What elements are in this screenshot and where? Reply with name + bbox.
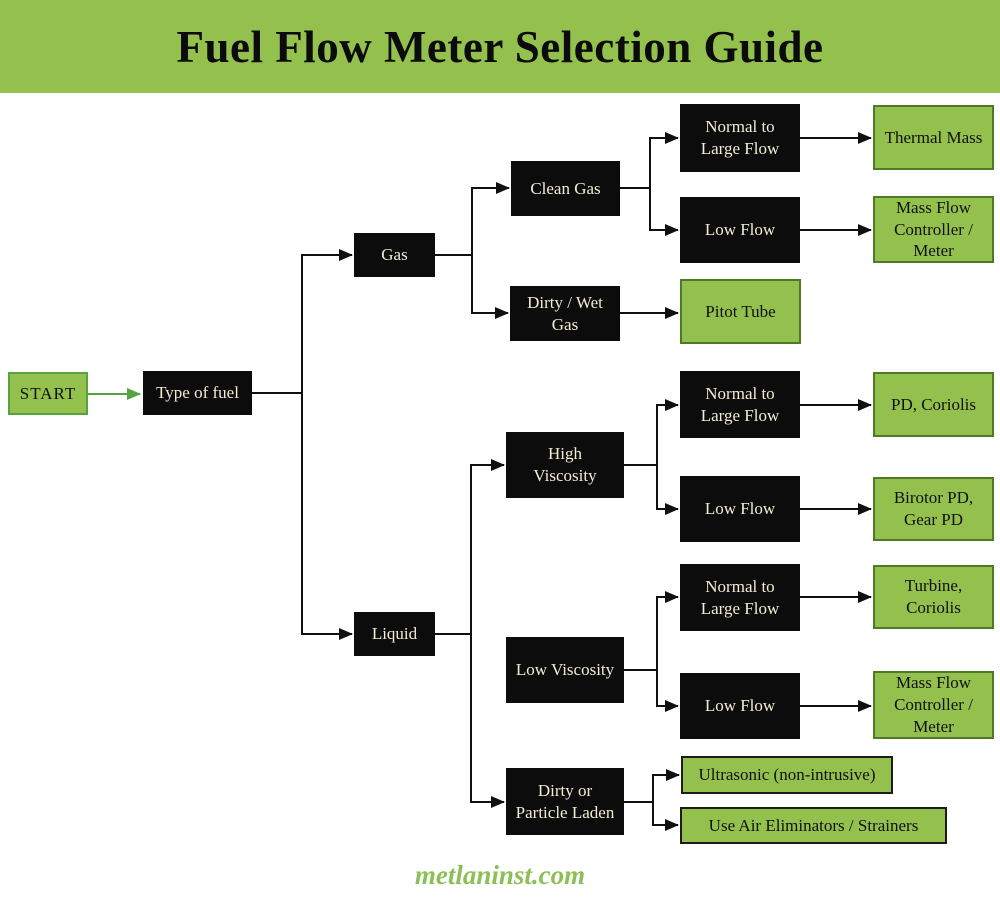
node-mass-flow-controller-1: Mass Flow Controller / Meter (873, 196, 994, 263)
node-pd-coriolis-label: PD, Coriolis (890, 394, 977, 414)
node-low-viscosity-label: Low Viscosity (515, 660, 615, 680)
node-gas-normal-large-flow: Normal to Large Flow (680, 104, 800, 172)
node-liquid: Liquid (354, 612, 435, 656)
node-dirty-wet-gas-label: Dirty / Wet Gas (527, 292, 603, 334)
node-high-viscosity: High Viscosity (506, 432, 624, 498)
node-gas-label: Gas (381, 245, 408, 265)
node-clean-gas-label: Clean Gas (530, 178, 601, 198)
node-gas-low-flow: Low Flow (680, 197, 800, 263)
node-hv-low-flow-label: Low Flow (704, 499, 776, 519)
node-mass-flow-controller-2-label: Mass Flow Controller / Meter (894, 673, 973, 736)
website-url: metlaninst.com (414, 860, 586, 890)
node-turbine-coriolis-label: Turbine, Coriolis (904, 576, 963, 617)
node-thermal-mass-label: Thermal Mass (884, 127, 983, 147)
node-ultrasonic: Ultrasonic (non-intrusive) (681, 756, 893, 794)
node-gas: Gas (354, 233, 435, 277)
node-dirty-particle-laden-label: Dirty or Particle Laden (515, 780, 615, 822)
node-high-viscosity-label: High Viscosity (533, 444, 597, 485)
node-hv-normal-large-flow-label: Normal to Large Flow (700, 383, 780, 425)
node-pitot-tube: Pitot Tube (680, 279, 801, 344)
node-hv-normal-large-flow: Normal to Large Flow (680, 371, 800, 438)
node-mass-flow-controller-1-label: Mass Flow Controller / Meter (894, 197, 973, 261)
node-dirty-wet-gas: Dirty / Wet Gas (510, 286, 620, 341)
node-air-eliminators-label: Use Air Eliminators / Strainers (708, 815, 919, 835)
node-clean-gas: Clean Gas (511, 161, 620, 216)
node-hv-low-flow: Low Flow (680, 476, 800, 542)
node-lv-low-flow-label: Low Flow (704, 696, 776, 716)
node-pitot-tube-label: Pitot Tube (705, 301, 776, 321)
node-thermal-mass: Thermal Mass (873, 105, 994, 170)
website-footer: metlaninst.com (0, 860, 1000, 891)
node-gas-normal-large-flow-label: Normal to Large Flow (700, 117, 780, 158)
node-turbine-coriolis: Turbine, Coriolis (873, 565, 994, 629)
node-lv-normal-large-flow-label: Normal to Large Flow (700, 576, 780, 618)
node-type-of-fuel: Type of fuel (143, 371, 252, 415)
node-type-of-fuel-label: Type of fuel (156, 383, 239, 403)
node-pd-coriolis: PD, Coriolis (873, 372, 994, 437)
node-gas-low-flow-label: Low Flow (704, 220, 776, 240)
node-ultrasonic-label: Ultrasonic (non-intrusive) (698, 765, 876, 785)
node-liquid-label: Liquid (371, 624, 418, 644)
node-birotor-pd-label: Birotor PD, Gear PD (893, 488, 974, 529)
node-birotor-pd: Birotor PD, Gear PD (873, 477, 994, 541)
node-start-label: START (19, 383, 77, 403)
page-title: Fuel Flow Meter Selection Guide (176, 21, 824, 72)
node-low-viscosity: Low Viscosity (506, 637, 624, 703)
node-lv-normal-large-flow: Normal to Large Flow (680, 564, 800, 631)
node-dirty-particle-laden: Dirty or Particle Laden (506, 768, 624, 835)
title-banner: Fuel Flow Meter Selection Guide (0, 0, 1000, 93)
node-lv-low-flow: Low Flow (680, 673, 800, 739)
node-start: START (8, 372, 88, 415)
node-mass-flow-controller-2: Mass Flow Controller / Meter (873, 671, 994, 739)
node-air-eliminators: Use Air Eliminators / Strainers (680, 807, 947, 844)
